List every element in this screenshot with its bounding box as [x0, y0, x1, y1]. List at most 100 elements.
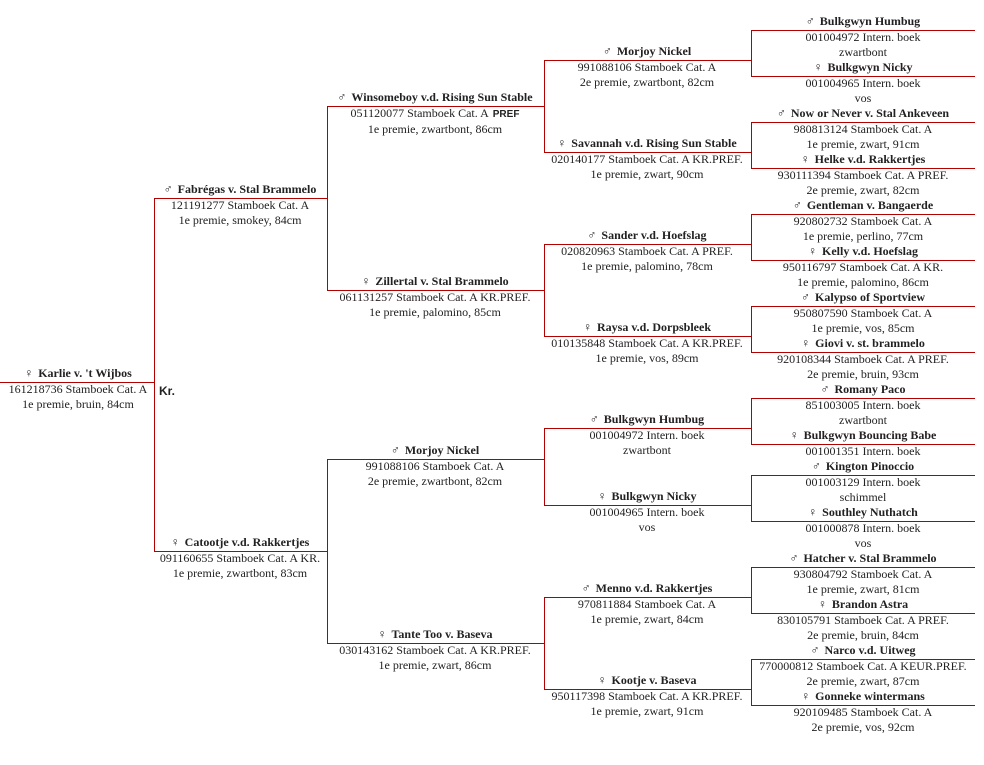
horse-info-text: 1e premie, zwart, 91cm: [590, 704, 704, 718]
horse-name[interactable]: Narco v.d. Uitweg: [824, 643, 916, 657]
horse-name[interactable]: Giovi v. st. brammelo: [815, 336, 925, 350]
pedigree-connector: [154, 198, 155, 552]
details-line: 1e premie, smokey, 84cm: [120, 213, 360, 229]
details-line: zwartbont: [743, 413, 983, 429]
male-symbol-icon: ♂: [776, 106, 786, 120]
horse-name[interactable]: Morjoy Nickel: [616, 44, 692, 58]
registration-line: 920109485 Stamboek Cat. A: [743, 705, 983, 721]
details-line: 1e premie, zwart, 86cm: [315, 658, 555, 674]
details-line: 2e premie, zwartbont, 82cm: [315, 474, 555, 490]
horse-name[interactable]: Tante Too v. Baseva: [391, 627, 493, 641]
horse-name[interactable]: Bulkgwyn Nicky: [827, 60, 913, 74]
pedigree-hline: [544, 597, 751, 598]
horse-name[interactable]: Brandon Astra: [831, 597, 909, 611]
registration-line: 970811884 Stamboek Cat. A: [527, 597, 767, 613]
pedigree-hline: [751, 521, 975, 522]
horse-name[interactable]: Bulkgwyn Humbug: [819, 14, 921, 28]
registration-line: 001004972 Intern. boek: [527, 428, 767, 444]
horse-name[interactable]: Southley Nuthatch: [822, 505, 918, 519]
horse-name[interactable]: Sander v.d. Hoefslag: [601, 228, 707, 242]
horse-name[interactable]: Bulkgwyn Bouncing Babe: [803, 428, 937, 442]
horse-name-row: ♀ Catootje v.d. Rakkertjes: [120, 535, 360, 551]
female-symbol-icon: ♀: [808, 244, 817, 258]
horse-name[interactable]: Hatcher v. Stal Brammelo: [803, 551, 937, 565]
horse-name[interactable]: Winsomeboy v.d. Rising Sun Stable: [351, 90, 533, 104]
horse-name[interactable]: Bulkgwyn Humbug: [603, 412, 705, 426]
pedigree-connector: [544, 597, 545, 690]
horse-info-text: 121191277 Stamboek Cat. A: [170, 197, 310, 212]
registration-line: 020820963 Stamboek Cat. A PREF.: [527, 244, 767, 260]
pedigree-hline: [544, 336, 751, 337]
horse-name[interactable]: Now or Never v. Stal Ankeveen: [790, 106, 950, 120]
horse-name[interactable]: Savannah v.d. Rising Sun Stable: [571, 136, 737, 150]
horse-name[interactable]: Zillertal v. Stal Brammelo: [375, 274, 509, 288]
male-symbol-icon: ♂: [800, 290, 810, 304]
female-symbol-icon: ♀: [170, 535, 180, 549]
pedigree-connector: [751, 659, 752, 706]
horse-name[interactable]: Raysa v.d. Dorpsbleek: [596, 320, 712, 334]
horse-name[interactable]: Gentleman v. Bangaerde: [806, 198, 934, 212]
registration-line: 920802732 Stamboek Cat. A: [743, 214, 983, 230]
horse-name[interactable]: Catootje v.d. Rakkertjes: [184, 535, 310, 549]
horse-name-row: ♂Menno v.d. Rakkertjes: [527, 581, 767, 597]
horse-info-text: 920108344 Stamboek Cat. A PREF.: [777, 351, 949, 366]
horse-name[interactable]: Fabrégas v. Stal Brammelo: [177, 182, 317, 196]
horse-name[interactable]: Kalypso of Sportview: [814, 290, 925, 304]
horse-name[interactable]: Kelly v.d. Hoefslag: [822, 244, 918, 258]
registration-line: 851003005 Intern. boek: [743, 398, 983, 414]
pedigree-hline: [751, 398, 975, 399]
horse-name-row: ♀Karlie v. 't Wijbos: [0, 366, 198, 382]
horse-name[interactable]: Bulkgwyn Nicky: [611, 489, 697, 503]
horse-name[interactable]: Helke v.d. Rakkertjes: [814, 152, 926, 166]
male-symbol-icon: ♂: [163, 182, 173, 196]
details-line: 1e premie, zwart, 91cm: [743, 137, 983, 153]
pedigree-hline: [751, 30, 975, 31]
details-line: 1e premie, palomino, 85cm: [315, 305, 555, 321]
pedigree-hline: [0, 382, 154, 383]
horse-name[interactable]: Gonneke wintermans: [815, 689, 925, 703]
female-symbol-icon: ♀: [813, 60, 823, 74]
horse-info-text: 001004972 Intern. boek: [805, 29, 921, 44]
male-symbol-icon: ♂: [820, 382, 830, 396]
horse-name[interactable]: Kootje v. Baseva: [611, 673, 697, 687]
horse-name[interactable]: Romany Paco: [834, 382, 906, 396]
horse-name[interactable]: Kington Pinoccio: [825, 459, 915, 473]
pedigree-hline: [751, 475, 975, 476]
horse-name[interactable]: Menno v.d. Rakkertjes: [595, 581, 713, 595]
horse-name[interactable]: Morjoy Nickel: [404, 443, 480, 457]
horse-name[interactable]: Karlie v. 't Wijbos: [38, 366, 132, 380]
pedigree-hline: [751, 659, 975, 660]
horse-name-row: ♀Bulkgwyn Bouncing Babe: [743, 428, 983, 444]
